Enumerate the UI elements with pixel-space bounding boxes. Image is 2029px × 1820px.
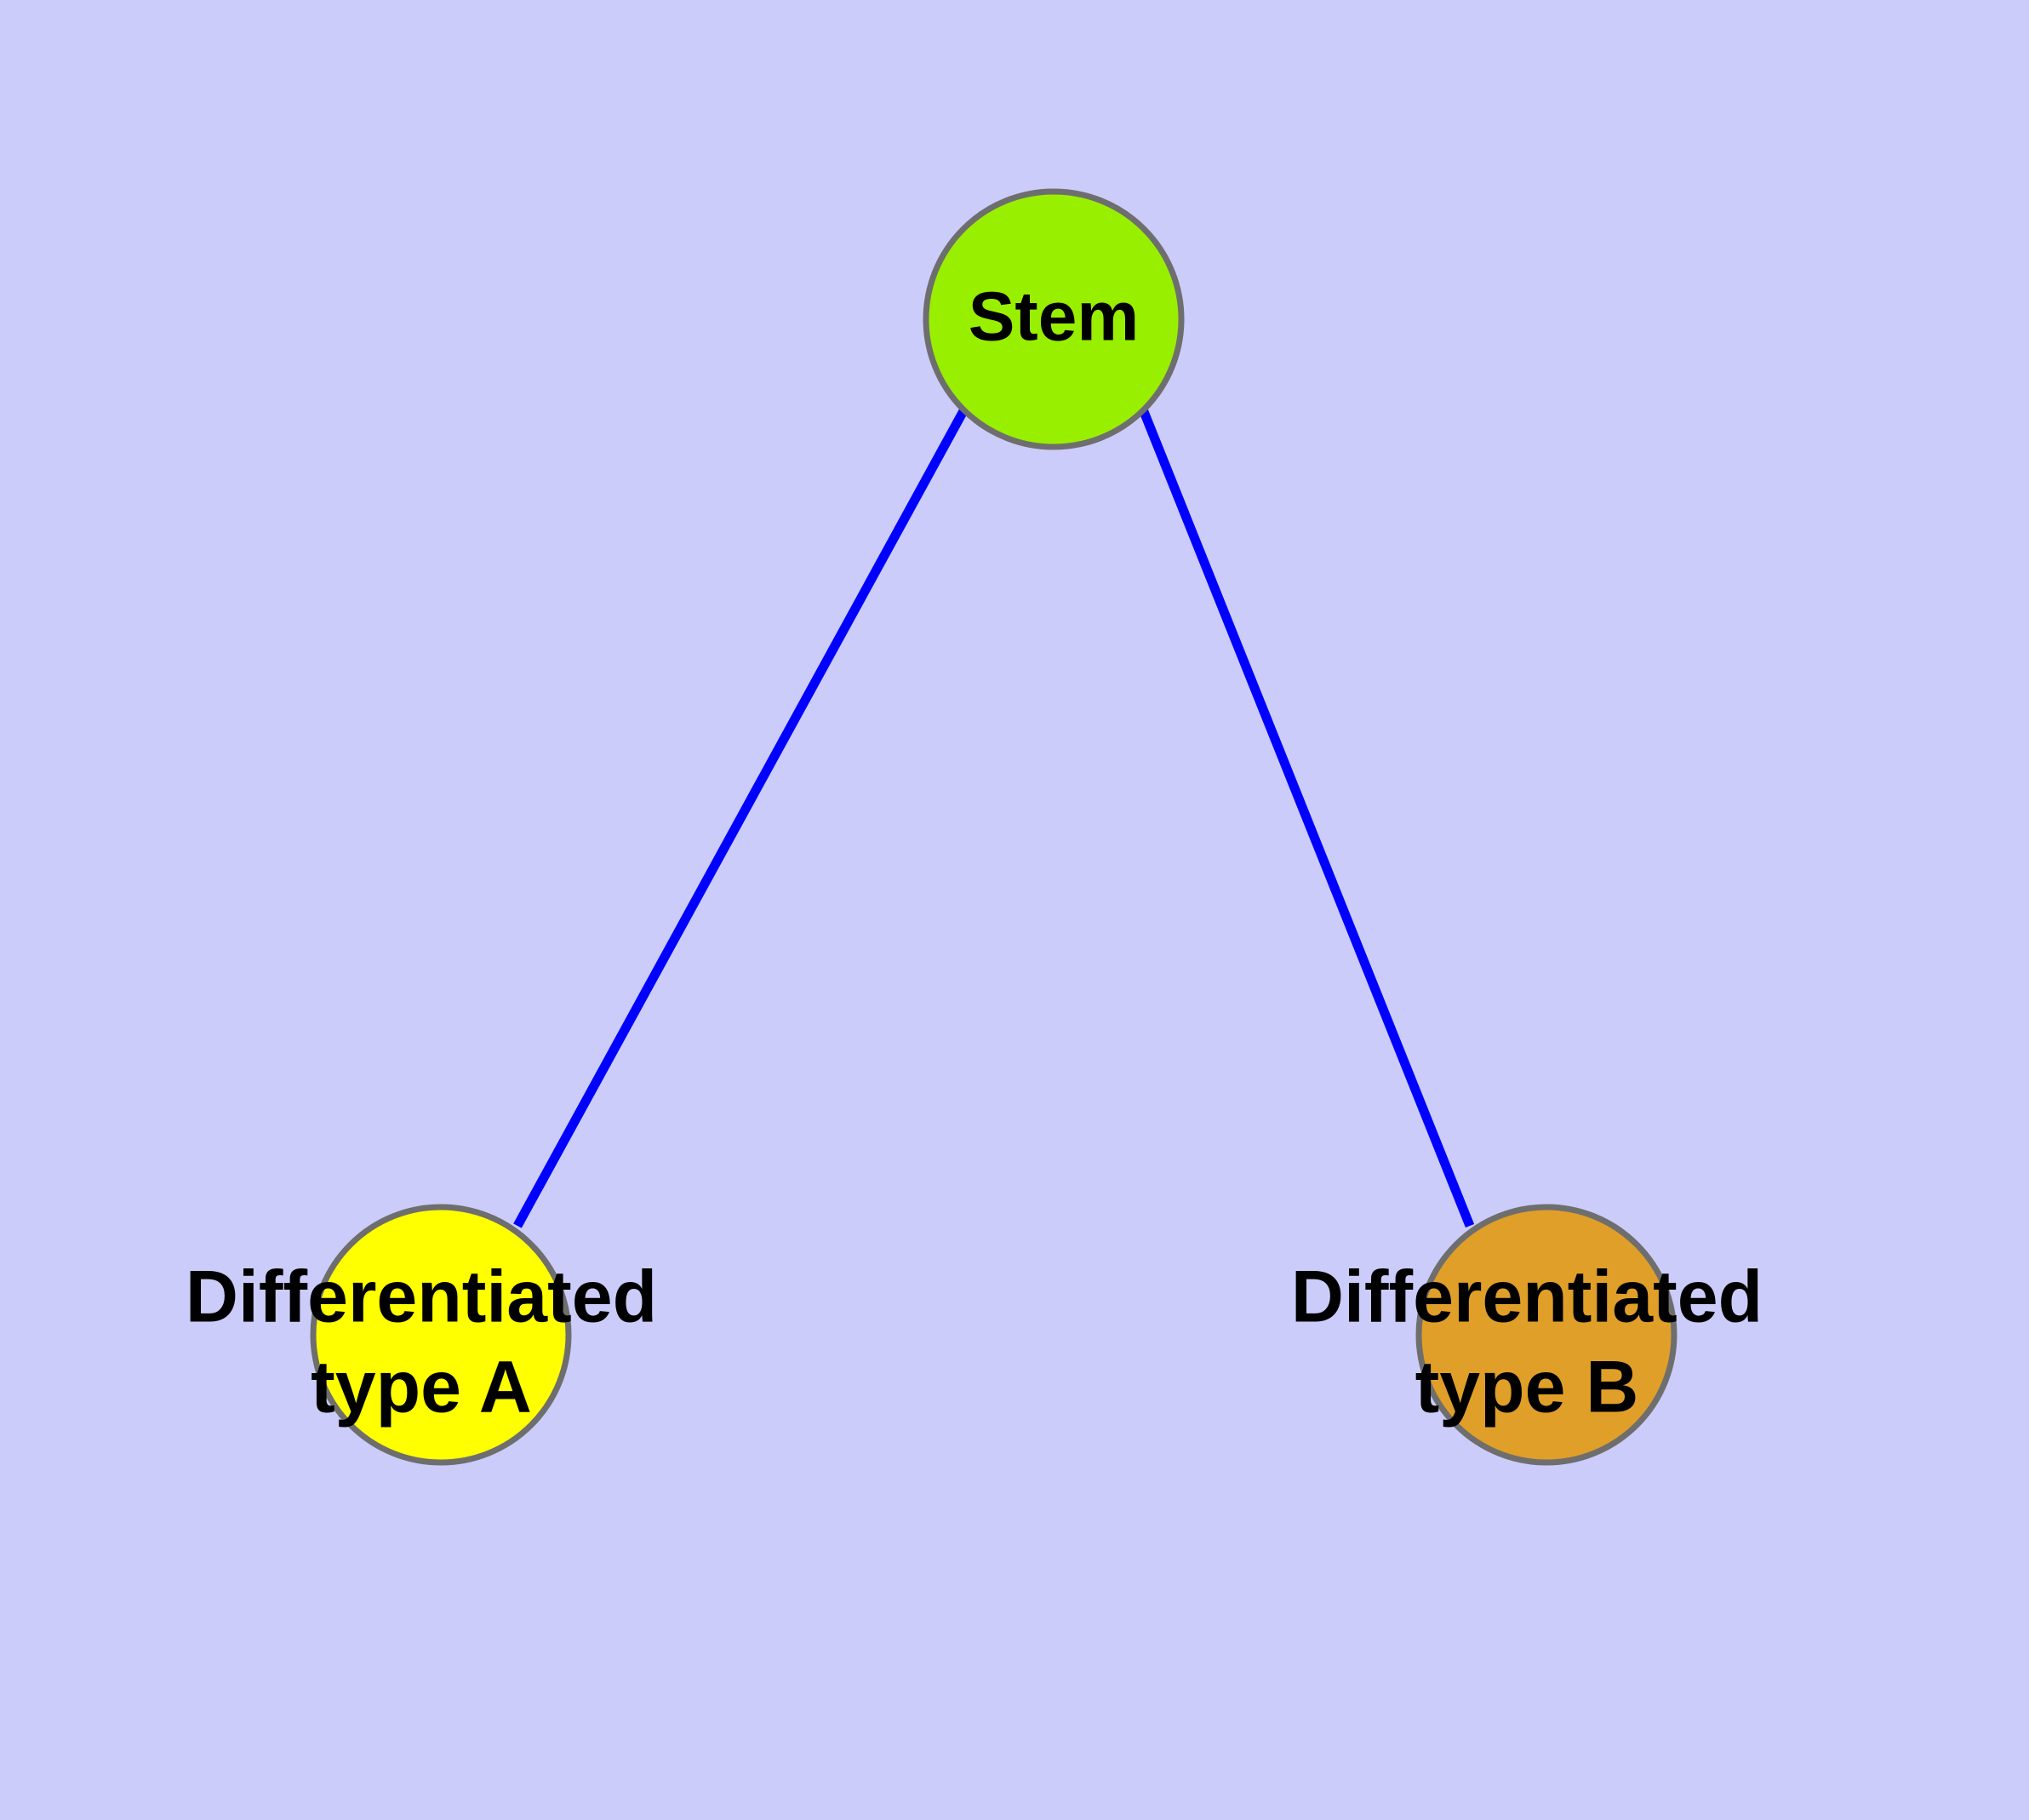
edge-stem-to-diff-a[interactable] [513,407,969,1228]
node-diff-b-label-line2: type B [1415,1347,1639,1428]
node-stem-label: Stem [969,278,1140,356]
node-stem[interactable] [923,188,1185,450]
node-diff-a-circle[interactable] [310,1204,572,1466]
node-stem-circle[interactable] [923,188,1185,450]
node-diff-a[interactable] [310,1204,572,1466]
node-diff-b-label-line1: Differentiated [1291,1256,1763,1338]
node-diff-a-label-line2: type A [311,1347,532,1428]
edge-layer [513,407,1475,1228]
node-layer [310,188,1677,1466]
edge-stem-to-diff-b[interactable] [1138,407,1475,1228]
node-diff-b-circle[interactable] [1415,1204,1677,1466]
label-layer: Stem Differentiated type A Differentiate… [186,278,1763,1428]
node-diff-a-label-line1: Differentiated [186,1256,657,1338]
node-diff-b[interactable] [1415,1204,1677,1466]
